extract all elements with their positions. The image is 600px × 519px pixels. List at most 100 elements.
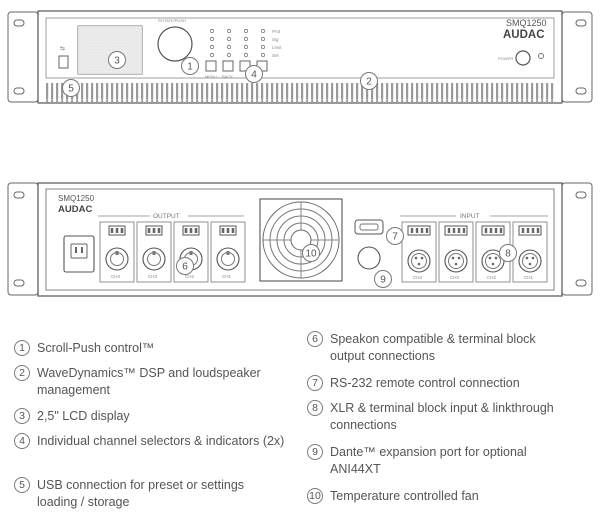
input-label: INPUT xyxy=(460,213,480,220)
callout-number: 6 xyxy=(182,262,188,273)
terminal-block xyxy=(518,225,542,236)
indicator-led xyxy=(226,52,232,58)
menu-button[interactable] xyxy=(205,60,217,72)
terminal-block xyxy=(481,225,505,236)
callout-number: 10 xyxy=(305,249,317,260)
legend-text: RS-232 remote control connection xyxy=(330,376,520,390)
callout-bubble xyxy=(302,244,320,262)
indicator-led xyxy=(260,44,266,50)
indicator-led xyxy=(243,52,249,58)
front-brand-logo: AUDAC xyxy=(503,29,545,41)
legend-number: 6 xyxy=(307,331,323,347)
legend-number: 9 xyxy=(307,444,323,460)
callouts: 1 2 3 4 5 6 7 8 9 10 xyxy=(62,51,517,288)
indicator-led xyxy=(243,44,249,50)
scroll-push-knob[interactable] xyxy=(157,26,193,62)
legend-text: Dante™ expansion port for optional ANI44… xyxy=(330,445,527,476)
rs232-port xyxy=(354,219,384,235)
output-channel-label: CH4 xyxy=(111,274,120,279)
legend-text: Scroll-Push control™ xyxy=(37,341,155,355)
input-channel-label: CH2 xyxy=(487,275,496,280)
legend-item: 8 XLR & terminal block input & linkthrou… xyxy=(307,400,587,434)
output-channel-label: CH1 xyxy=(222,274,231,279)
output-label: OUTPUT xyxy=(153,213,180,220)
callout-number: 7 xyxy=(392,232,398,243)
legend-item: 2 WaveDynamics™ DSP and loudspeaker mana… xyxy=(14,365,286,399)
indicator-led xyxy=(226,28,232,34)
input-connectors: CH4 CH3 CH2 CH1 xyxy=(401,221,548,283)
callout-bubble xyxy=(108,51,126,69)
indicator-led xyxy=(243,36,249,42)
legend-text: Speakon compatible & terminal block outp… xyxy=(330,332,536,363)
power-button[interactable] xyxy=(515,50,531,66)
device-diagram: ⇆ ROTATE/PUSH Prot Sig Limit Sel MENU BA… xyxy=(7,10,593,297)
indicator-led xyxy=(226,36,232,42)
power-label: POWER xyxy=(498,56,513,61)
indicator-label: Prot xyxy=(272,29,281,34)
legend-item: 5 USB connection for preset or settings … xyxy=(14,477,286,511)
output-connectors: CH4 CH3 CH2 CH1 xyxy=(99,221,246,283)
indicator-led xyxy=(226,44,232,50)
output-channel-label: CH3 xyxy=(148,274,157,279)
indicator-led xyxy=(243,28,249,34)
rear-model-label: SMQ1250 xyxy=(58,194,95,203)
legend-item: 10 Temperature controlled fan xyxy=(307,488,587,505)
legend-number: 1 xyxy=(14,340,30,356)
front-model-label: SMQ1250 xyxy=(506,18,547,28)
legend-number: 10 xyxy=(307,488,323,504)
legend-text: Individual channel selectors & indicator… xyxy=(37,434,285,448)
legend-item: 9 Dante™ expansion port for optional ANI… xyxy=(307,444,587,478)
callout-number: 2 xyxy=(366,77,372,88)
callout-number: 5 xyxy=(68,84,74,95)
back-button[interactable] xyxy=(222,60,234,72)
indicator-label: Limit xyxy=(272,45,282,50)
callout-bubble xyxy=(245,65,263,83)
callout-number: 3 xyxy=(114,56,120,67)
callout-bubble xyxy=(499,244,517,262)
callout-bubble xyxy=(62,79,80,97)
legend-number: 2 xyxy=(14,365,30,381)
terminal-block xyxy=(407,225,431,236)
front-panel: ⇆ ROTATE/PUSH Prot Sig Limit Sel MENU BA… xyxy=(7,10,593,104)
callout-number: 8 xyxy=(505,249,511,260)
terminal-block xyxy=(444,225,468,236)
indicator-led xyxy=(209,36,215,42)
legend-number: 5 xyxy=(14,477,30,493)
indicator-led xyxy=(260,28,266,34)
callout-bubble xyxy=(181,57,199,75)
legend-text: WaveDynamics™ DSP and loudspeaker manage… xyxy=(37,366,261,397)
indicator-label: Sel xyxy=(272,53,279,58)
input-channel-label: CH4 xyxy=(413,275,422,280)
callout-number: 9 xyxy=(380,275,386,286)
output-channel-label: CH2 xyxy=(185,274,194,279)
input-channel-label: CH3 xyxy=(450,275,459,280)
indicator-dots xyxy=(209,28,266,58)
legend-text: 2,5" LCD display xyxy=(37,409,130,423)
legend-item: 3 2,5" LCD display xyxy=(14,408,286,425)
indicator-led xyxy=(209,52,215,58)
legend-item: 6 Speakon compatible & terminal block ou… xyxy=(307,331,587,365)
dante-expansion-port xyxy=(357,246,381,270)
legend-number: 7 xyxy=(307,375,323,391)
legend-number: 3 xyxy=(14,408,30,424)
indicator-label: Sig xyxy=(272,37,279,42)
legend-text: USB connection for preset or settings lo… xyxy=(37,478,245,509)
legend-item: 7 RS-232 remote control connection xyxy=(307,375,587,392)
legend-item: 1 Scroll-Push control™ xyxy=(14,340,286,357)
menu-label: MENU xyxy=(205,74,217,79)
indicator-led xyxy=(260,36,266,42)
rear-brand-logo: AUDAC xyxy=(58,204,92,215)
callout-number: 1 xyxy=(187,62,193,73)
callout-bubble xyxy=(176,257,194,275)
input-channel-label: CH1 xyxy=(524,275,533,280)
legend-item: 4 Individual channel selectors & indicat… xyxy=(14,433,286,450)
svg-text:ROTATE/PUSH: ROTATE/PUSH xyxy=(158,18,186,23)
callout-number: 4 xyxy=(251,70,257,81)
front-vent-grille xyxy=(46,83,554,103)
indicator-led xyxy=(209,44,215,50)
callout-bubble xyxy=(374,270,392,288)
back-label: BACK xyxy=(222,74,233,79)
legend-text: Temperature controlled fan xyxy=(330,489,479,503)
